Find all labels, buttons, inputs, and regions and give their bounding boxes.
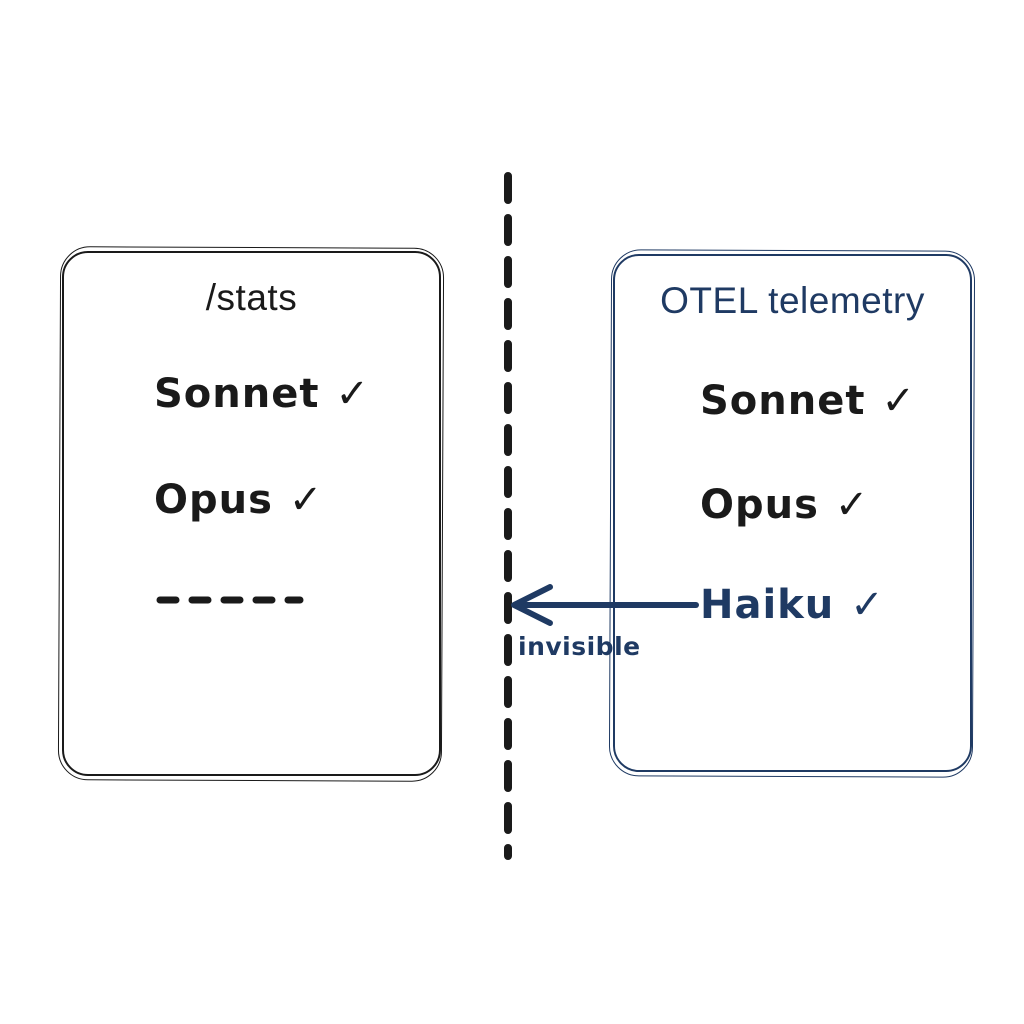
stats-card: /stats Sonnet ✓ Opus ✓ <box>62 251 441 776</box>
stats-row-opus: Opus ✓ <box>154 477 323 523</box>
otel-row-sonnet: Sonnet ✓ <box>700 378 916 424</box>
invisible-label: invisible <box>518 632 641 661</box>
check-icon: ✓ <box>834 482 870 528</box>
model-label: Opus <box>700 482 819 528</box>
check-icon: ✓ <box>288 477 324 523</box>
check-icon: ✓ <box>850 582 885 628</box>
otel-row-haiku: Haiku ✓ <box>700 582 885 628</box>
model-label: Opus <box>154 477 273 523</box>
otel-card-title: OTEL telemetry <box>660 280 925 321</box>
otel-card: OTEL telemetry Sonnet ✓ Opus ✓ Haiku ✓ <box>613 254 972 772</box>
model-label: Sonnet <box>154 371 320 417</box>
check-icon: ✓ <box>881 378 917 424</box>
stats-missing-model-dashes <box>154 593 306 611</box>
invisible-arrow <box>511 584 699 626</box>
stats-card-title: /stats <box>205 277 298 318</box>
check-icon: ✓ <box>335 371 371 417</box>
model-label: Sonnet <box>700 378 866 424</box>
vertical-dashed-divider <box>504 172 512 860</box>
stats-row-sonnet: Sonnet ✓ <box>154 371 370 417</box>
model-label: Haiku <box>700 582 835 628</box>
otel-row-opus: Opus ✓ <box>700 482 869 528</box>
